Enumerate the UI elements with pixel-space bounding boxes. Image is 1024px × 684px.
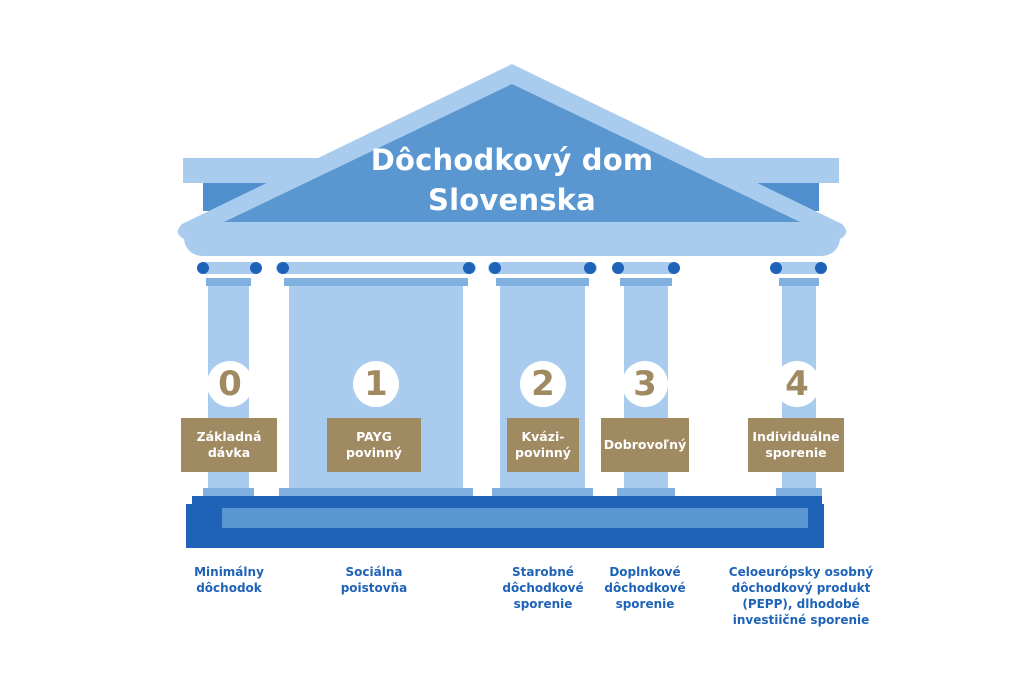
pillar-3-caption: Doplnkové dôchodkové sporenie: [604, 565, 686, 611]
pillar-2-number: 2: [520, 361, 566, 407]
pillar-0-number: 0: [207, 361, 253, 407]
pillar-3-number: 3: [622, 361, 668, 407]
pillar-2-caption: Starobné dôchodkové sporenie: [502, 565, 584, 611]
pillar-0-caption: Minimálny dôchodok: [194, 565, 264, 595]
base-top-strip: [192, 496, 822, 504]
diagram-title-line2: Slovenska: [428, 183, 596, 217]
pillar-4-caption: Celoeurópsky osobný dôchodkový produkt (…: [728, 565, 874, 627]
roof-inner: [224, 84, 800, 222]
pillar-1-number: 1: [353, 361, 399, 407]
pillar-4-label: Individuálne sporenie: [748, 418, 844, 472]
base-inner-panel: [222, 508, 808, 528]
pillar-3-label: Dobrovoľný: [601, 418, 689, 472]
pillar-0-label: Základná dávka: [181, 418, 277, 472]
pillar-1-caption: Sociálna poistovňa: [340, 565, 408, 595]
pillar-2-label: Kvázi- povinný: [507, 418, 579, 472]
pillar-1-label: PAYG povinný: [327, 418, 421, 472]
pillar-4-number: 4: [774, 361, 820, 407]
diagram-title-line1: Dôchodkový dom: [370, 143, 654, 177]
